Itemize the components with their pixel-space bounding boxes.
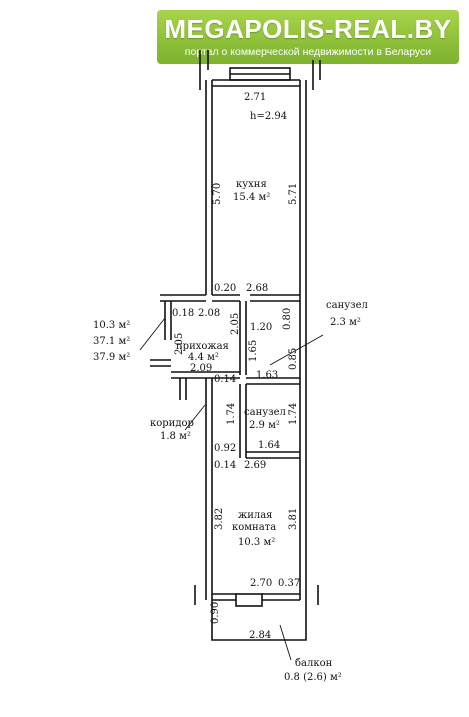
- wall-kitchen-top: [212, 79, 300, 87]
- dim-2-69: 2.69: [244, 460, 266, 471]
- dim-0-14-a: 0.14: [214, 374, 236, 385]
- dimension-labels: 2.71 h=2.94 5.70 5.71 0.20 2.68 0.18 2.0…: [172, 92, 300, 641]
- wall-bath2-bottom: [246, 451, 300, 459]
- dim-2-09: 2.09: [190, 363, 212, 374]
- dim-0-80: 0.80: [282, 308, 293, 330]
- wall-kitchen-bottom-right: [250, 294, 300, 302]
- room-corridor-area: 1.8 м²: [160, 431, 191, 442]
- wall-bath1-left: [239, 301, 247, 375]
- dim-0-37: 0.37: [278, 578, 300, 589]
- total-living: 10.3 м²: [93, 320, 130, 331]
- room-balcony-name: балкон: [295, 658, 333, 669]
- room-kitchen-area: 15.4 м²: [233, 192, 270, 203]
- dim-3-82: 3.82: [214, 508, 225, 530]
- leader-bath-2-3: [269, 334, 324, 366]
- balcony-outline: [211, 600, 307, 641]
- total-area: 37.1 м²: [93, 336, 130, 347]
- room-bath-callout-name: санузел: [326, 300, 368, 311]
- room-kitchen-name: кухня: [236, 179, 267, 190]
- dim-kitchen-right: 5.71: [288, 183, 299, 205]
- dim-top-width: 2.71: [244, 92, 266, 103]
- plan-walls: [150, 50, 321, 641]
- wall-right-outer: [299, 80, 307, 600]
- dim-2-05-mid: 2.05: [230, 313, 241, 335]
- room-corridor-name: коридор: [150, 418, 194, 429]
- room-bath-callout-area: 2.3 м²: [330, 317, 361, 328]
- total-area-with-balcony: 37.9 м²: [93, 352, 130, 363]
- dim-1-63: 1.63: [256, 370, 278, 381]
- dim-1-65: 1.65: [248, 340, 259, 362]
- room-balcony-area: 0.8 (2.6) м²: [284, 672, 342, 683]
- room-labels: кухня 15.4 м² прихожая 4.4 м² санузел 2.…: [150, 179, 368, 683]
- area-totals: 10.3 м² 37.1 м² 37.9 м²: [93, 320, 130, 363]
- wall-top-left-stub: [199, 50, 209, 90]
- dim-0-18: 0.18: [172, 308, 194, 319]
- room-hall-name: прихожая: [176, 341, 229, 352]
- dim-ceiling-height: h=2.94: [250, 111, 287, 122]
- site-tagline: портал о коммерческой недвижимости в Бел…: [184, 46, 432, 58]
- dim-kitchen-left: 5.70: [212, 183, 223, 205]
- room-living-name-2: комната: [232, 522, 276, 533]
- dim-1-74-left: 1.74: [226, 403, 237, 425]
- wall-hall-top: [160, 294, 206, 302]
- room-bath-small-area: 2.9 м²: [249, 420, 280, 431]
- leader-balcony: [279, 624, 292, 661]
- dim-2-68: 2.68: [246, 283, 268, 294]
- room-living-area: 10.3 м²: [238, 537, 275, 548]
- dim-1-20: 1.20: [250, 322, 272, 333]
- dim-2-08: 2.08: [198, 308, 220, 319]
- leader-lines: [139, 317, 324, 661]
- wall-left-lower: [205, 378, 213, 600]
- dim-2-70: 2.70: [250, 578, 272, 589]
- balcony-door: [235, 593, 263, 607]
- leader-totals: [139, 317, 166, 351]
- wall-bath1-bottom: [246, 377, 300, 385]
- wall-kitchen-left: [205, 80, 213, 295]
- wall-bath2-left: [239, 384, 247, 458]
- room-living-name-1: жилая: [238, 510, 273, 521]
- dim-1-74-right: 1.74: [288, 403, 299, 425]
- dim-0-20: 0.20: [214, 283, 236, 294]
- wall-cut-marks: [194, 585, 319, 605]
- dim-0-92: 0.92: [214, 443, 236, 454]
- wall-living-bottom-right: [262, 593, 300, 601]
- dim-0-90: 0.90: [210, 602, 221, 624]
- wall-kitchen-bottom-left: [212, 294, 240, 302]
- dim-2-05-left: 2.05: [174, 333, 185, 355]
- dim-2-84: 2.84: [249, 630, 271, 641]
- leader-corridor: [184, 404, 206, 431]
- room-bath-small-name: санузел: [244, 407, 286, 418]
- wall-entry-stub: [150, 359, 171, 367]
- wall-top-right-stub: [312, 60, 321, 90]
- wall-living-bottom-left: [212, 593, 236, 601]
- site-logo: MEGAPOLIS-REAL.BY: [164, 14, 452, 44]
- dim-1-64: 1.64: [258, 440, 280, 451]
- dim-0-85: 0.85: [288, 348, 299, 370]
- wall-hall-left: [164, 301, 172, 340]
- dim-0-14-b: 0.14: [214, 460, 236, 471]
- dim-3-81: 3.81: [288, 508, 299, 530]
- room-hall-area: 4.4 м²: [188, 352, 219, 363]
- wall-corridor-stub: [179, 378, 187, 400]
